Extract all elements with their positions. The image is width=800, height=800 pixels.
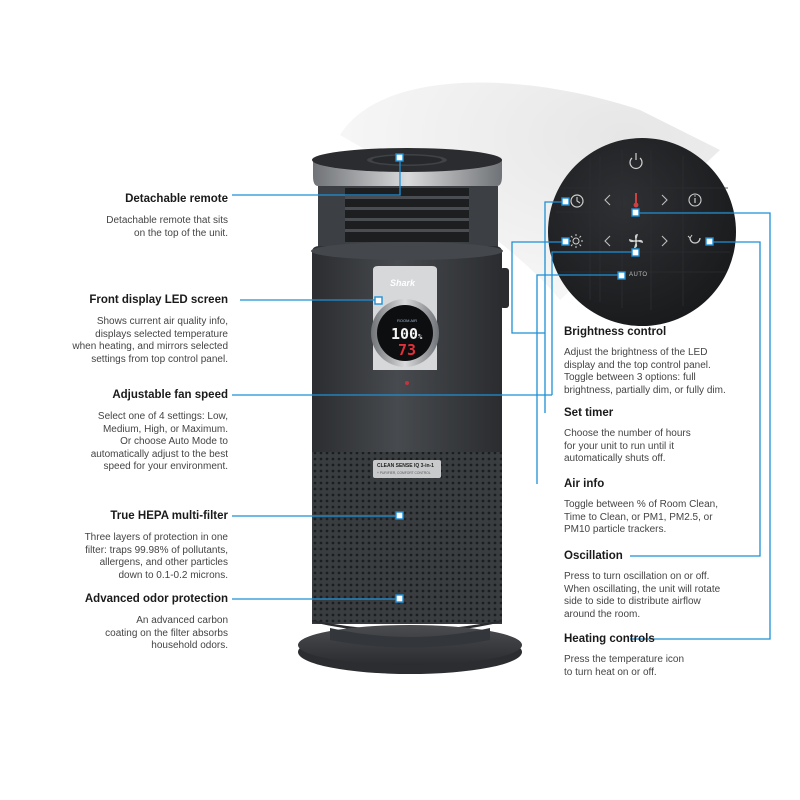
feature-description: Select one of 4 settings: Low,Medium, Hi… [90,411,228,473]
display-main-value: 100% [391,325,423,343]
chevron-right-icon[interactable] [661,194,668,206]
feature-title: Air info [564,478,605,490]
brightness-icon[interactable] [569,234,583,248]
zoom-swoosh [340,82,720,300]
badge-subtitle: + PURIFIER, COMFORT CONTROL [377,471,431,475]
callout-markers [374,153,714,603]
feature-title: Heating controls [564,633,655,645]
chevron-left-icon[interactable] [604,194,611,206]
feature-title: True HEPA multi-filter [110,510,228,522]
timer-icon[interactable] [570,194,584,208]
feature-title: Advanced odor protection [84,593,228,605]
feature-title: Detachable remote [125,193,228,205]
fan-icon[interactable] [629,234,643,248]
control-panel [548,138,736,326]
feature-title: Adjustable fan speed [112,389,228,401]
feature-air-info: Air info Toggle between % of Room Clean,… [564,478,784,537]
brand-logo: Shark [390,278,416,288]
feature-hepa-filter: True HEPA multi-filter Three layers of p… [20,510,228,582]
display-top-label: ROOM AIR [397,318,418,323]
power-icon[interactable] [629,153,643,169]
air-outlet [318,186,498,248]
info-icon[interactable] [688,193,702,207]
feature-description: Shows current air quality info,displays … [72,316,228,365]
display-temperature-value: 73 [398,341,417,359]
feature-brightness-control: Brightness control Adjust the brightness… [564,326,784,397]
unit-body [311,242,509,633]
chevron-right-icon[interactable] [661,235,668,247]
unit-base [298,625,522,674]
display-housing [371,266,439,385]
feature-detachable-remote: Detachable remote Detachable remote that… [20,193,228,240]
unit-top [312,148,502,186]
feature-fan-speed: Adjustable fan speed Select one of 4 set… [20,389,228,474]
feature-heating-controls: Heating controls Press the temperature i… [564,633,784,679]
product-badge-plate [373,460,441,478]
callout-lines [232,157,771,640]
feature-odor-protection: Advanced odor protection An advanced car… [20,593,228,653]
feature-title: Oscillation [564,550,623,562]
feature-title: Front display LED screen [89,294,228,306]
feature-front-display: Front display LED screen Shows current a… [20,294,228,366]
auto-label: AUTO [629,272,648,278]
oscillation-icon[interactable] [687,234,701,244]
chevron-left-icon[interactable] [604,235,611,247]
feature-title: Set timer [564,407,614,419]
feature-oscillation: Oscillation Press to turn oscillation on… [564,550,784,621]
badge-title: CLEAN SENSE IQ 3-in-1 [377,463,434,469]
feature-title: Brightness control [564,326,667,338]
feature-description: Toggle between % of Room Clean,Time to C… [564,499,718,536]
thermometer-icon[interactable] [633,193,639,208]
feature-description: Press to turn oscillation on or off.When… [564,571,721,620]
